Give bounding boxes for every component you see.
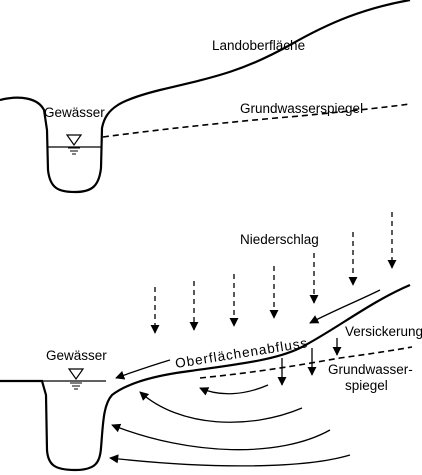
- infiltration-arrows: [277, 338, 342, 386]
- bottom-panel: Niederschlag Oberflächenabfluss Versicke…: [0, 212, 422, 472]
- bottom-groundwater-label-line2: spiegel: [345, 378, 388, 393]
- top-terrain-line: [0, 0, 411, 194]
- bottom-groundwater-table-line: [199, 346, 413, 379]
- top-groundwater-table-label: Grundwasserspiegel: [240, 101, 363, 116]
- surface-runoff-arrows: [115, 289, 381, 380]
- top-groundwater-table-line: [102, 103, 411, 138]
- bottom-groundwater-label-line1: Grundwasser-: [328, 362, 413, 377]
- groundwater-flow-arrow-icon: [199, 384, 269, 396]
- bottom-water-level-icon: [67, 368, 85, 390]
- groundwater-flow-arrow-icon: [139, 391, 303, 423]
- precipitation-label: Niederschlag: [240, 232, 319, 247]
- infiltration-label: Versickerung: [345, 324, 422, 339]
- top-water-level-icon: [65, 134, 83, 155]
- groundwater-flow-arrow-icon: [111, 423, 331, 451]
- groundwater-flow-arrow-icon: [109, 454, 351, 467]
- runoff-arrow-icon: [115, 359, 171, 380]
- precipitation-arrows: [150, 212, 397, 334]
- top-land-surface-label: Landoberfläche: [212, 38, 305, 53]
- top-panel: Landoberfläche Gewässer Grundwasserspieg…: [0, 0, 411, 194]
- groundwater-flow-arrows: [109, 384, 351, 467]
- runoff-arrow-icon: [309, 289, 381, 324]
- top-water-body-label: Gewässer: [44, 105, 105, 120]
- bottom-terrain-line: [0, 283, 411, 472]
- surface-runoff-label: Oberflächenabfluss: [174, 335, 309, 371]
- bottom-water-body-label: Gewässer: [46, 348, 107, 363]
